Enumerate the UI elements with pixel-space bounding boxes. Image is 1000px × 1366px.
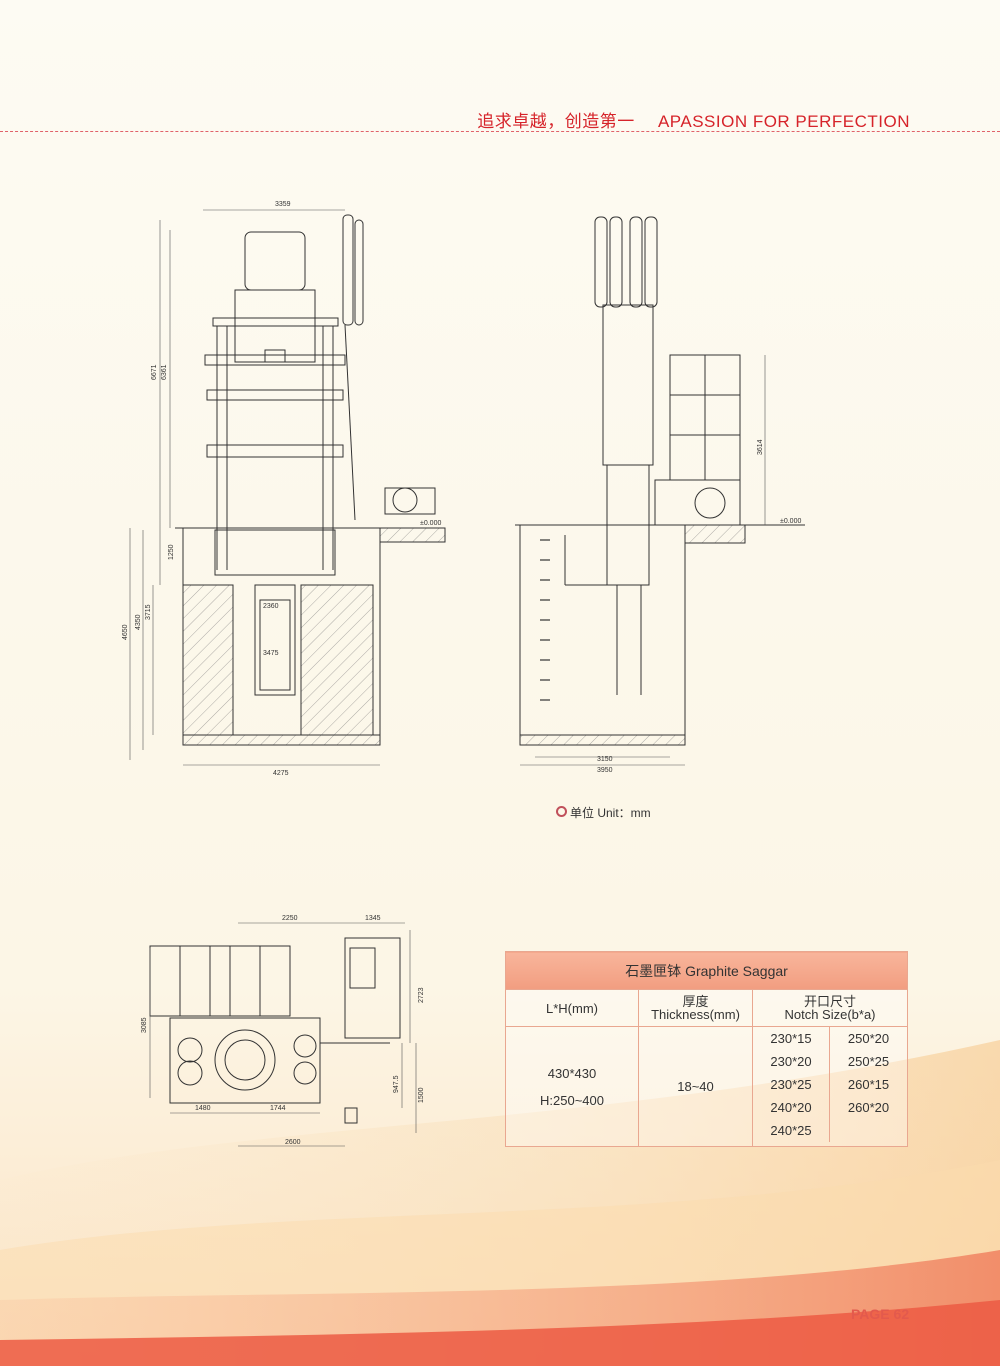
bullet-icon [556, 806, 567, 817]
plan-view-drawing: 2250 1345 3085 2723 947.5 1500 1480 1744… [141, 915, 425, 1147]
notch-size: 250*20 [847, 1031, 890, 1046]
col-thickness-cn: 厚度 [682, 994, 709, 1009]
notch-size: 250*25 [847, 1054, 890, 1069]
dim-3715: 3715 [145, 604, 152, 620]
dim-ground-level: ±0.000 [420, 520, 441, 527]
front-view-drawing: 3359 6671 6361 1250 4650 4350 3715 2360 … [122, 201, 446, 775]
col-notch-cn: 开口尺寸 [803, 994, 856, 1009]
dim-6671: 6671 [151, 364, 158, 380]
dim-3614: 3614 [757, 439, 764, 455]
notch-size: 230*20 [753, 1050, 830, 1073]
dim-3359: 3359 [275, 201, 291, 208]
dim-1345: 1345 [365, 915, 381, 922]
col-notch: 开口尺寸 Notch Size(b*a) [752, 989, 908, 1027]
dim-4275: 4275 [273, 770, 289, 775]
cell-notch: 230*15 250*20 230*20 250*25 230*25 260*1… [752, 1026, 908, 1147]
dim-3475: 3475 [263, 650, 279, 657]
notch-size: 240*25 [753, 1119, 830, 1142]
header-slogan: 追求卓越，创造第一 APASSION FOR PERFECTION [477, 107, 910, 132]
cell-thickness: 18~40 [638, 1026, 753, 1147]
dim-2723: 2723 [418, 987, 425, 1003]
cell-size-lw: 430*430 [547, 1065, 597, 1081]
notch-size: 260*15 [847, 1077, 890, 1092]
dim-1744: 1744 [270, 1105, 286, 1112]
unit-note: 单位 Unit：mm [556, 804, 651, 821]
side-view-drawing: 3614 ±0.000 3150 3950 [515, 216, 805, 774]
dim-4650: 4650 [122, 624, 129, 640]
dim-1480: 1480 [195, 1105, 211, 1112]
dim-1250: 1250 [168, 544, 175, 560]
col-notch-en: Notch Size(b*a) [784, 1007, 876, 1022]
dim-2600: 2600 [285, 1139, 301, 1146]
notch-size: 230*25 [753, 1073, 830, 1096]
dim-4350: 4350 [135, 614, 142, 630]
notch-size: 230*15 [753, 1027, 830, 1050]
notch-size-grid: 230*15 250*20 230*20 250*25 230*25 260*1… [753, 1027, 907, 1142]
col-size: L*H(mm) [505, 989, 639, 1027]
col-thickness: 厚度 Thickness(mm) [638, 989, 753, 1027]
dim-ground-level-side: ±0.000 [780, 518, 801, 525]
slogan-cn: 追求卓越，创造第一 [477, 112, 635, 131]
cell-size: 430*430 H:250~400 [505, 1026, 639, 1147]
dim-947-5: 947.5 [393, 1075, 400, 1093]
dim-3150: 3150 [597, 756, 613, 763]
cell-size-h: H:250~400 [540, 1092, 604, 1108]
table-title: 石墨匣钵 Graphite Saggar [505, 951, 908, 990]
dim-1500: 1500 [418, 1087, 425, 1103]
notch-size: 260*20 [847, 1100, 890, 1115]
page-number: PAGE 62 [851, 1306, 910, 1322]
graphite-saggar-table: 石墨匣钵 Graphite Saggar L*H(mm) 厚度 Thicknes… [505, 951, 908, 1147]
notch-size [830, 1119, 907, 1142]
unit-note-text: 单位 Unit：mm [570, 806, 651, 820]
header-divider [0, 131, 1000, 132]
dim-6361: 6361 [161, 364, 168, 380]
notch-size: 240*20 [753, 1096, 830, 1119]
dim-2250: 2250 [282, 915, 298, 922]
slogan-en: APASSION FOR PERFECTION [657, 112, 910, 131]
dim-2360: 2360 [263, 603, 279, 610]
col-thickness-en: Thickness(mm) [651, 1007, 740, 1022]
dim-3950: 3950 [597, 767, 613, 774]
dim-3085: 3085 [141, 1017, 148, 1033]
